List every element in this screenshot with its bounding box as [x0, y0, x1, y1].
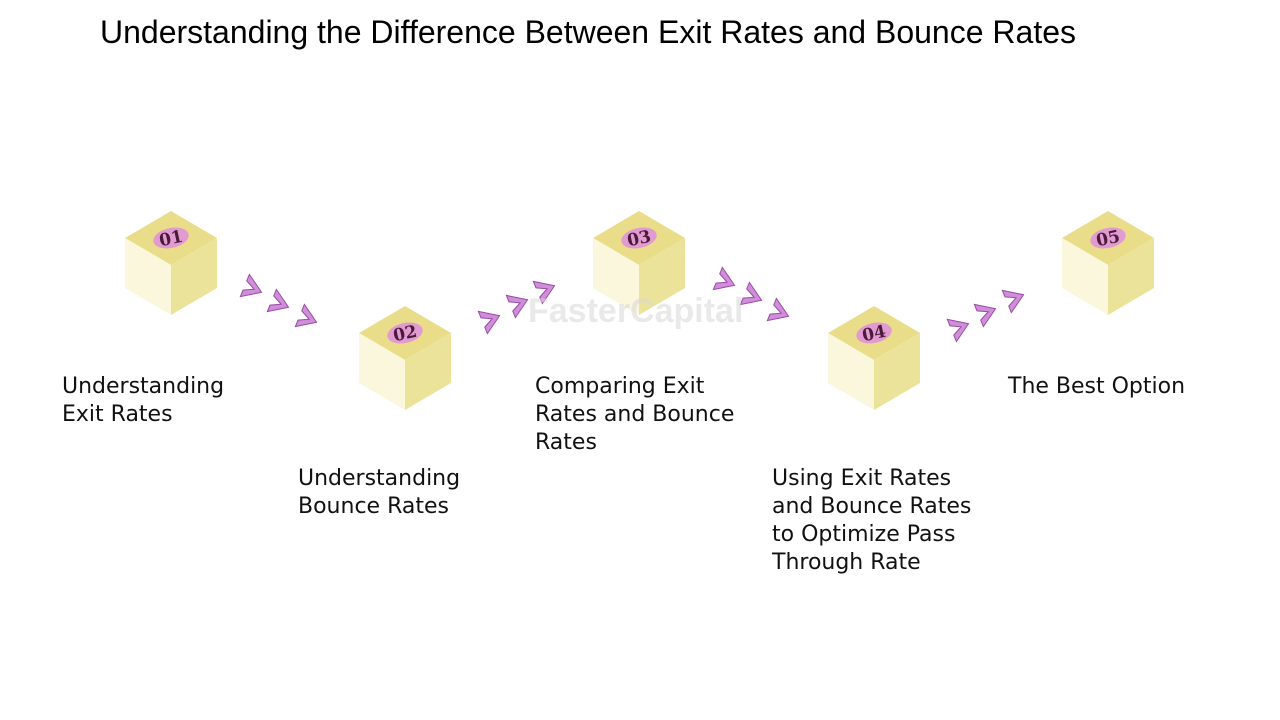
connector-2-3: [477, 280, 556, 335]
connector-4-5: [946, 289, 1025, 343]
connector-1-2: [239, 273, 318, 328]
step-label-02: Understanding Bounce Rates: [298, 466, 461, 519]
connector-3-4: [712, 266, 790, 322]
cube-step-02: 02: [359, 306, 451, 410]
page-title: Understanding the Difference Between Exi…: [100, 14, 1076, 50]
step-number-03: 03: [626, 227, 653, 251]
step-label-03: Comparing Exit Rates and Bounce Rates: [535, 374, 735, 455]
step-number-01: 01: [158, 227, 185, 251]
cube-step-05: 05: [1062, 211, 1154, 315]
step-number-05: 05: [1095, 227, 1122, 251]
cube-step-04: 04: [828, 306, 920, 410]
step-number-04: 04: [861, 322, 888, 347]
cube-step-03: 03: [593, 211, 685, 315]
cube-step-01: 01: [125, 211, 217, 315]
step-label-05: The Best Option: [1008, 374, 1186, 399]
step-label-01: Understanding Exit Rates: [62, 374, 225, 427]
step-label-04: Using Exit Rates and Bounce Rates to Opt…: [772, 466, 972, 575]
step-number-02: 02: [392, 322, 419, 346]
